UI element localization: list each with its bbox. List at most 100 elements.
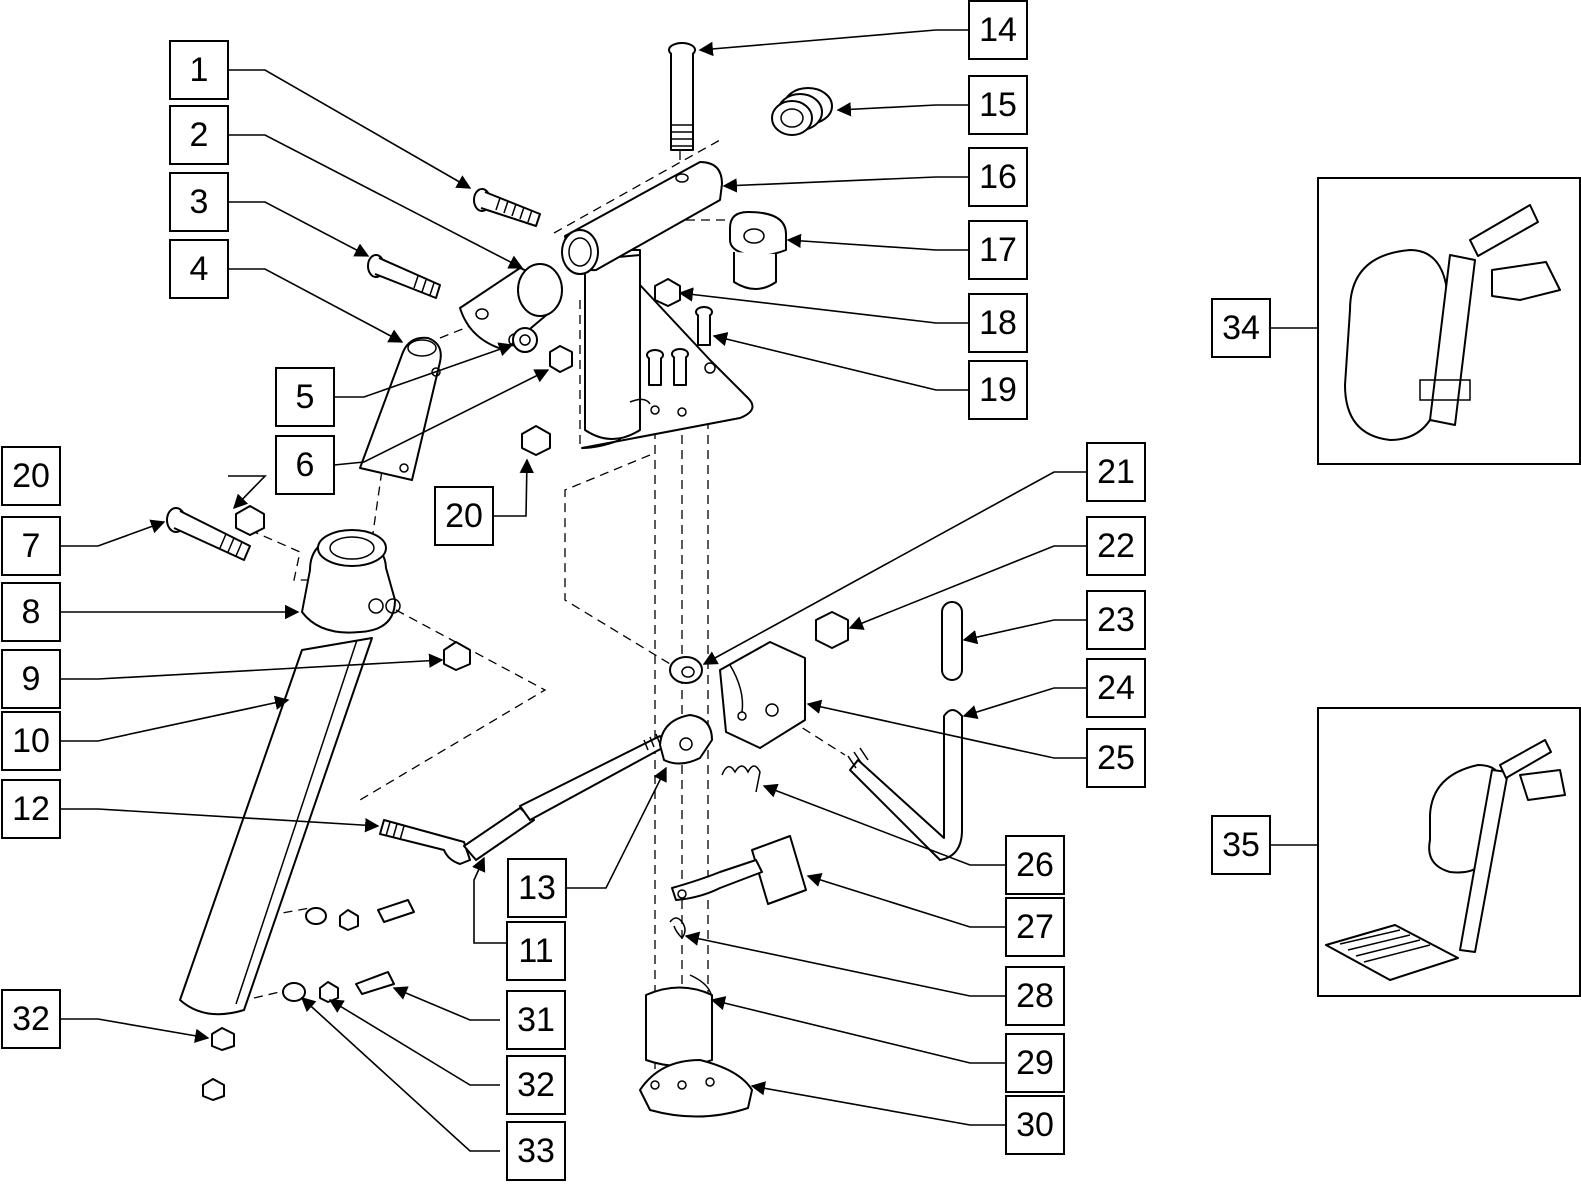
callouts: 1 2 3 4 5 6 7 8 9 10 11 12 13 14 15 16 1… — [1, 0, 1271, 1181]
part-9-nut — [443, 641, 471, 671]
svg-text:17: 17 — [979, 231, 1017, 269]
callout-30: 30 — [1005, 1095, 1065, 1155]
svg-text:18: 18 — [979, 304, 1017, 342]
part-16-hanger-body — [561, 161, 754, 449]
callout-35: 35 — [1211, 815, 1271, 875]
part-25-bracket — [719, 641, 806, 749]
part-7-bolt — [166, 507, 251, 561]
part-27-pad-arm — [671, 835, 807, 905]
callout-27: 27 — [1005, 897, 1065, 957]
svg-text:32: 32 — [517, 1066, 555, 1104]
svg-text:25: 25 — [1097, 739, 1135, 777]
callout-32-bottom: 32 — [506, 1055, 566, 1115]
callout-10: 10 — [1, 711, 61, 771]
callout-7: 7 — [1, 516, 61, 576]
part-2-clevis — [459, 263, 563, 351]
svg-text:23: 23 — [1097, 601, 1135, 639]
svg-text:16: 16 — [979, 158, 1017, 196]
parts — [166, 42, 963, 1118]
callout-21: 21 — [1086, 442, 1146, 502]
part-19-screws — [646, 306, 713, 386]
svg-text:33: 33 — [517, 1132, 555, 1170]
svg-text:15: 15 — [979, 86, 1017, 124]
part-3-bolt — [367, 254, 441, 299]
svg-text:3: 3 — [190, 183, 209, 221]
part-5-washer — [512, 327, 538, 353]
svg-text:6: 6 — [296, 446, 315, 484]
callout-29: 29 — [1005, 1033, 1065, 1093]
part-18-nut — [654, 278, 681, 307]
part-5-washer-hole — [519, 334, 531, 346]
callout-1: 1 — [169, 40, 229, 100]
svg-text:28: 28 — [1016, 977, 1054, 1015]
callout-33: 33 — [506, 1121, 566, 1181]
callout-18: 18 — [968, 293, 1028, 353]
part-6-nut — [549, 345, 573, 373]
part-1-bolt — [473, 188, 541, 227]
svg-text:21: 21 — [1097, 453, 1135, 491]
svg-text:7: 7 — [22, 527, 41, 565]
part-23-grip — [941, 601, 963, 681]
part-10-lower-tube — [179, 529, 401, 1016]
svg-text:32: 32 — [12, 1000, 50, 1038]
callout-20-left: 20 — [1, 446, 61, 506]
svg-text:5: 5 — [296, 378, 315, 416]
callout-2: 2 — [169, 105, 229, 165]
part-28-clip — [669, 917, 686, 940]
callout-11: 11 — [506, 921, 566, 981]
inset-35 — [1317, 707, 1581, 997]
callout-23: 23 — [1086, 590, 1146, 650]
callout-25: 25 — [1086, 728, 1146, 788]
svg-text:26: 26 — [1016, 846, 1054, 884]
callout-3: 3 — [169, 172, 229, 232]
part-21-washer — [669, 656, 703, 684]
callout-13: 13 — [507, 858, 567, 918]
callout-15: 15 — [968, 75, 1028, 135]
svg-text:14: 14 — [979, 11, 1017, 49]
svg-text:31: 31 — [517, 1001, 555, 1039]
callout-32-left: 32 — [1, 989, 61, 1049]
callout-22: 22 — [1086, 516, 1146, 576]
svg-text:12: 12 — [12, 790, 50, 828]
svg-text:30: 30 — [1016, 1106, 1054, 1144]
svg-text:35: 35 — [1222, 826, 1260, 864]
svg-text:13: 13 — [518, 869, 556, 907]
svg-text:1: 1 — [190, 51, 209, 89]
part-26-spring — [721, 765, 761, 793]
callout-20-middle: 20 — [434, 486, 494, 546]
callout-28: 28 — [1005, 966, 1065, 1026]
svg-text:20: 20 — [12, 457, 50, 495]
svg-text:29: 29 — [1016, 1044, 1054, 1082]
svg-text:20: 20 — [445, 497, 483, 535]
callout-34: 34 — [1211, 298, 1271, 358]
part-12-rod — [379, 733, 667, 865]
part-21-washer-hole — [681, 666, 695, 678]
callout-5: 5 — [275, 367, 335, 427]
svg-text:4: 4 — [190, 250, 209, 288]
callout-31: 31 — [506, 990, 566, 1050]
leader-lines — [60, 29, 1318, 1152]
callout-8: 8 — [1, 582, 61, 642]
part-15-bushing — [771, 87, 833, 136]
svg-text:9: 9 — [22, 660, 41, 698]
svg-text:19: 19 — [979, 371, 1017, 409]
svg-text:11: 11 — [518, 932, 553, 970]
callout-16: 16 — [968, 147, 1028, 207]
part-20-nut-lower — [235, 505, 265, 536]
inset-34 — [1317, 177, 1581, 465]
part-29-clamp — [645, 974, 713, 1067]
part-31-32-33-hardware — [202, 899, 415, 1101]
callout-24: 24 — [1086, 658, 1146, 718]
part-30-base-clamp — [639, 1059, 753, 1118]
part-13-cam — [659, 714, 713, 765]
part-14-screw — [668, 42, 696, 151]
part-4-link — [359, 336, 442, 481]
svg-text:34: 34 — [1222, 309, 1260, 347]
callout-4: 4 — [169, 239, 229, 299]
callout-6: 6 — [275, 435, 335, 495]
callout-9: 9 — [1, 649, 61, 709]
svg-text:22: 22 — [1097, 527, 1135, 565]
svg-text:24: 24 — [1097, 669, 1135, 707]
part-20-nut-upper — [521, 425, 551, 456]
